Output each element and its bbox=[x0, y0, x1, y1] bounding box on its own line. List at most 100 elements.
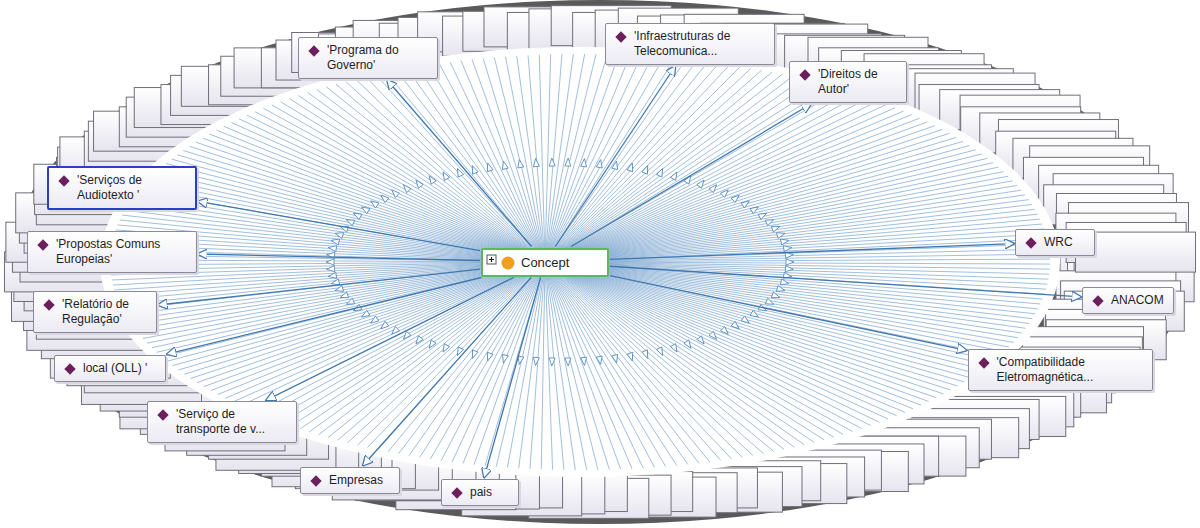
subclass-edge bbox=[198, 201, 480, 250]
fan-line bbox=[545, 79, 803, 262]
arrowhead-mark bbox=[627, 352, 635, 361]
individual-icon bbox=[451, 487, 462, 498]
arrowhead-mark bbox=[533, 158, 540, 167]
fan-line bbox=[273, 262, 545, 420]
fan-line bbox=[545, 229, 1044, 262]
fan-line bbox=[167, 262, 545, 361]
arrowhead-mark bbox=[750, 204, 760, 213]
fan-line bbox=[545, 154, 982, 262]
arrowhead-mark bbox=[339, 292, 349, 300]
individual-icon bbox=[615, 31, 626, 42]
fan-line bbox=[289, 99, 545, 262]
fan-line bbox=[545, 262, 699, 463]
arrowhead-mark bbox=[440, 344, 449, 354]
fan-line bbox=[545, 137, 956, 262]
arrowhead-mark bbox=[326, 259, 334, 265]
fan-line bbox=[545, 108, 895, 262]
arrowhead-mark bbox=[565, 158, 571, 166]
fan-line bbox=[211, 262, 545, 391]
arrowhead-mark bbox=[470, 350, 479, 360]
fan-line bbox=[225, 262, 545, 398]
arrowhead-mark bbox=[581, 357, 588, 366]
fan-line bbox=[461, 61, 545, 262]
arrowhead-mark bbox=[785, 266, 793, 273]
arrowhead-mark bbox=[670, 170, 679, 180]
class-label: Concept bbox=[521, 255, 599, 270]
arrowhead-mark bbox=[500, 160, 508, 169]
arrowhead-mark bbox=[709, 183, 719, 193]
subclass-edge bbox=[363, 278, 531, 466]
outer-ring bbox=[10, 0, 1190, 524]
stacked-boxes bbox=[4, 6, 1195, 519]
fan-line bbox=[189, 146, 545, 262]
fan-line bbox=[517, 56, 545, 262]
fan-line bbox=[472, 60, 545, 262]
fan-line bbox=[255, 112, 545, 262]
class-label: 'Compatibilidade Eletromagnética... bbox=[997, 355, 1144, 385]
fan-line bbox=[545, 262, 999, 356]
class-box: Empresas bbox=[300, 467, 400, 494]
arrowhead-mark bbox=[470, 164, 479, 174]
fan-line bbox=[203, 138, 545, 262]
fan-line bbox=[545, 262, 632, 469]
arrowhead-mark bbox=[783, 245, 792, 252]
class-box: 'Serviços de Audiotexto ' bbox=[47, 166, 197, 210]
class-box: local (OLL) ' bbox=[54, 355, 166, 382]
fan-line bbox=[545, 262, 964, 382]
fan-line bbox=[239, 119, 545, 262]
fan-line bbox=[494, 57, 545, 262]
fan-line bbox=[336, 84, 545, 262]
subclass-edge bbox=[610, 244, 1014, 260]
arrowhead-mark bbox=[427, 340, 436, 350]
arrowhead-mark bbox=[500, 354, 508, 363]
fan-line bbox=[483, 58, 545, 262]
subclass-edge bbox=[387, 80, 531, 247]
arrowhead-mark bbox=[345, 298, 355, 307]
arrowhead-mark bbox=[485, 352, 493, 361]
fan-line bbox=[545, 262, 677, 466]
individual-icon bbox=[310, 475, 321, 486]
class-box: 'Serviço de transporte de v... bbox=[147, 401, 297, 443]
arrowhead-mark bbox=[328, 245, 337, 252]
fan-line bbox=[545, 262, 834, 437]
fan-line bbox=[506, 57, 545, 262]
arrowhead-mark bbox=[328, 272, 337, 279]
arrowhead-mark bbox=[750, 310, 760, 319]
class-label: 'Propostas Comuns Europeias' bbox=[56, 237, 188, 267]
fan-line bbox=[545, 239, 1047, 262]
fan-line bbox=[184, 262, 545, 374]
arrowhead-mark bbox=[765, 217, 775, 226]
class-label: 'Infraestruturas de Telecomunica... bbox=[634, 29, 766, 59]
fan-line bbox=[545, 262, 564, 470]
arrowhead-mark bbox=[780, 237, 789, 245]
fan-line bbox=[545, 262, 666, 467]
arrowhead-mark bbox=[612, 160, 620, 169]
individual-icon bbox=[1025, 237, 1036, 248]
fan-line bbox=[545, 205, 1032, 262]
arrowhead-mark bbox=[697, 336, 707, 346]
arrowhead-mark bbox=[360, 310, 370, 319]
fan-line bbox=[545, 249, 1049, 262]
fan-line bbox=[326, 87, 545, 262]
arrowhead-mark bbox=[565, 358, 571, 366]
arrowhead-mark bbox=[741, 198, 751, 208]
arrowhead-mark bbox=[776, 230, 785, 238]
subclass-edge bbox=[610, 266, 1081, 297]
class-label: Empresas bbox=[329, 473, 391, 488]
arrowhead-mark bbox=[427, 174, 436, 184]
class-box: 'Programa do Governo' bbox=[298, 37, 438, 79]
arrowhead-mark bbox=[334, 286, 343, 294]
fan-line bbox=[282, 262, 545, 423]
fan-line bbox=[430, 262, 545, 459]
fan-line bbox=[545, 262, 879, 422]
class-label: 'Programa do Governo' bbox=[327, 43, 429, 73]
fan-line bbox=[545, 84, 822, 262]
class-box: 'Direitos de Autor' bbox=[789, 61, 907, 103]
arrowhead-mark bbox=[369, 316, 379, 326]
fan-line bbox=[545, 254, 1050, 262]
subclass-edge bbox=[198, 254, 480, 261]
arrowhead-mark bbox=[642, 164, 651, 174]
fan-line bbox=[191, 262, 545, 378]
class-label: ANACOM bbox=[1111, 293, 1165, 308]
arrowhead-mark bbox=[485, 162, 493, 171]
